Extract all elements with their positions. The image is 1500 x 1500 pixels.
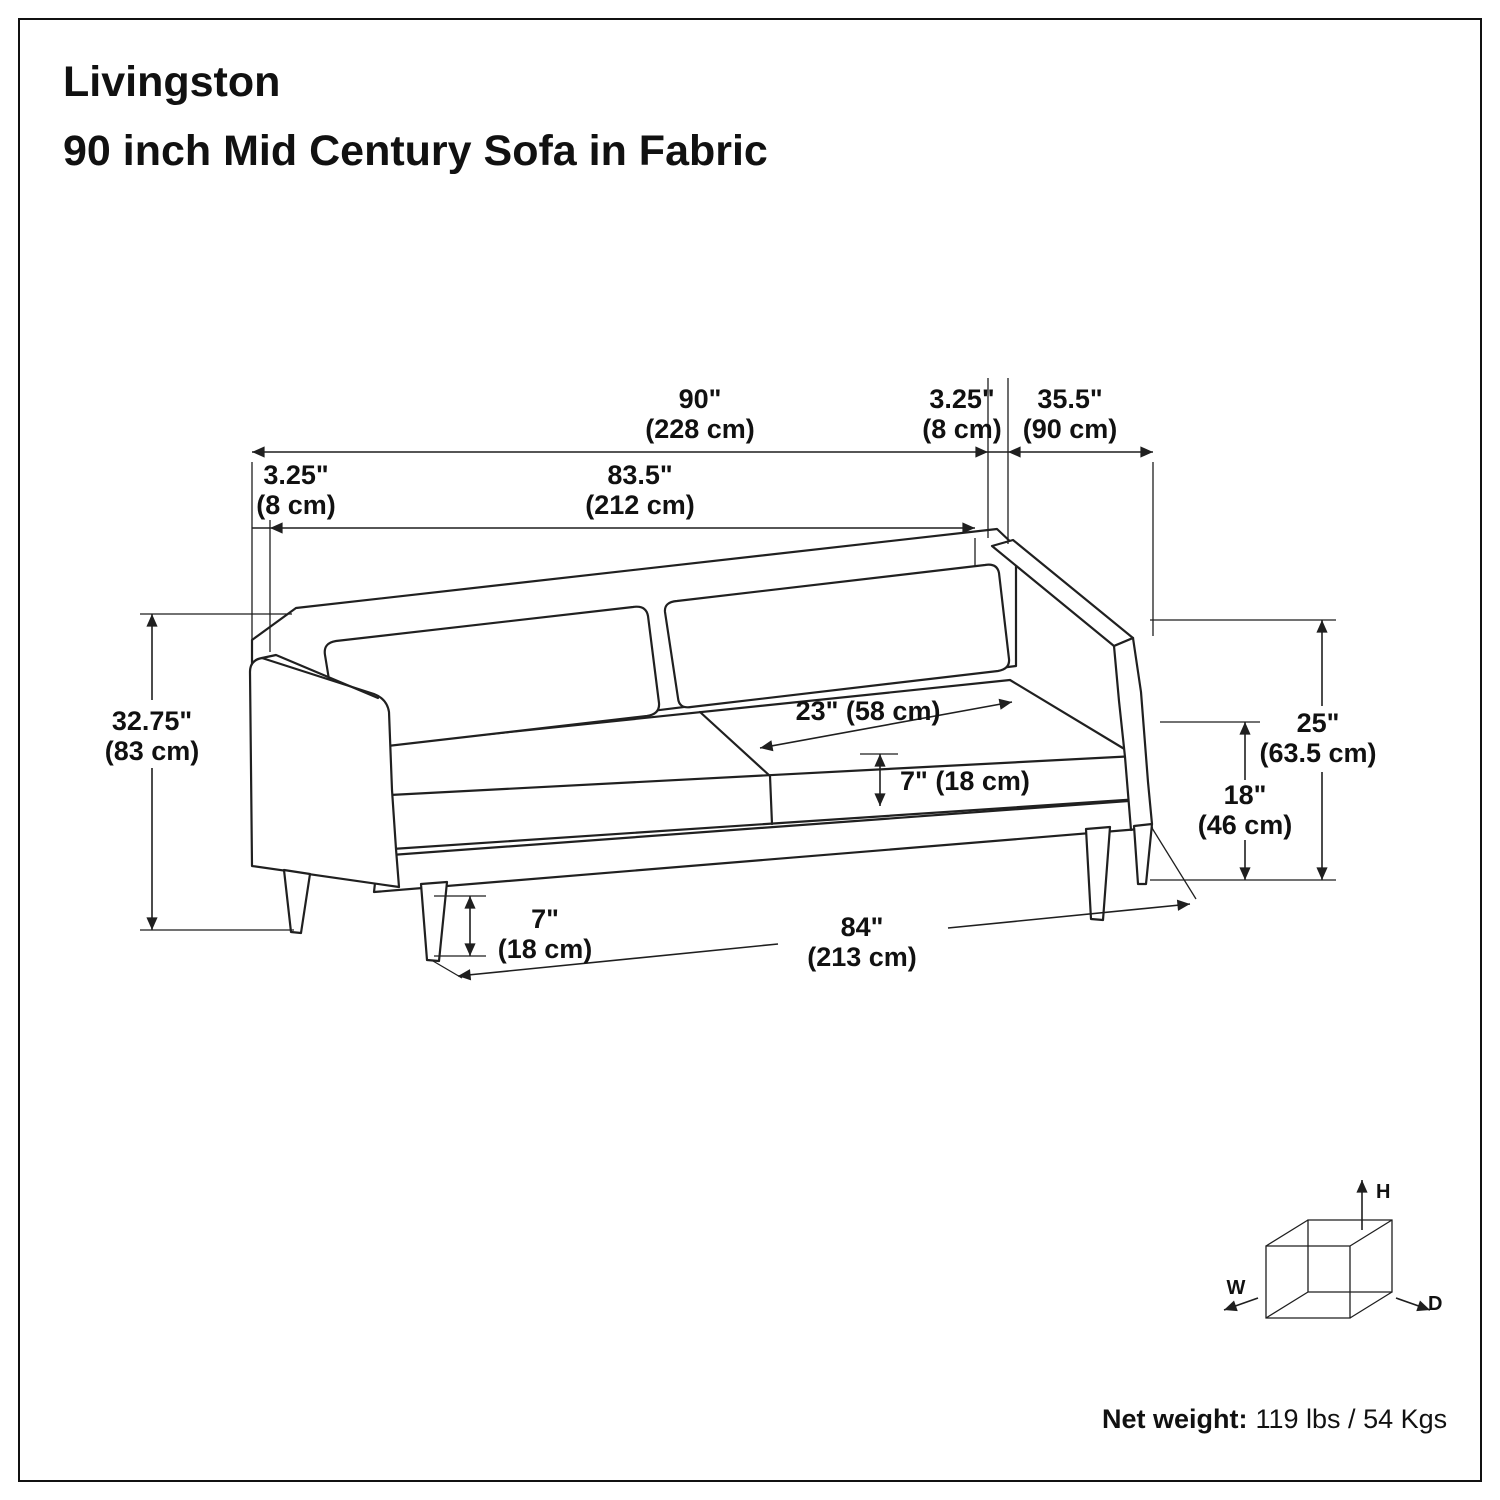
dim-label-cushion-thickness: 7" (18 cm): [900, 766, 1030, 796]
dim-label-overall-height-in: 32.75": [112, 706, 192, 736]
dim-label-leg-height-cm: (18 cm): [498, 934, 593, 964]
sofa-back-cushion-right: [663, 563, 1011, 709]
sofa-leg-front-right: [1084, 825, 1112, 922]
axis-cube: H W D: [1223, 1180, 1442, 1319]
dim-label-overall-width-cm: (228 cm): [645, 414, 755, 444]
sofa-leg-back-right: [1132, 822, 1154, 886]
axis-label-w: W: [1227, 1277, 1246, 1299]
dim-label-seat-height-cm: (46 cm): [1198, 810, 1293, 840]
axis-label-d: D: [1428, 1293, 1442, 1315]
dim-label-interior-width-in: 83.5": [607, 460, 672, 490]
dim-label-seat-depth: 23" (58 cm): [796, 696, 941, 726]
dim-label-overall-depth-cm: (90 cm): [1023, 414, 1118, 444]
dim-line-seat-depth: [759, 698, 1013, 752]
dim-label-overall-width-in: 90": [679, 384, 722, 414]
dim-label-overall-depth-in: 35.5": [1037, 384, 1102, 414]
sofa-leg-front-left: [419, 880, 449, 963]
product-description: 90 inch Mid Century Sofa in Fabric: [63, 127, 768, 175]
extension-lines: [140, 378, 1336, 979]
sofa-left-armrest-inner-edge: [260, 653, 380, 700]
dim-label-arm-height-cm: (63.5 cm): [1259, 738, 1376, 768]
sofa-leg-back-left: [282, 868, 312, 935]
product-name: Livingston: [63, 58, 280, 106]
net-weight: Net weight: 119 lbs / 54 Kgs: [1102, 1404, 1447, 1434]
dim-label-arm-height-in: 25": [1297, 708, 1340, 738]
dim-label-arm-width-right-in: 3.25": [929, 384, 994, 414]
dimension-lines: [146, 446, 1328, 981]
sofa-left-arm: [248, 656, 401, 889]
dim-label-seat-height-in: 18": [1224, 780, 1267, 810]
dim-label-arm-width-left-cm: (8 cm): [256, 490, 336, 520]
dim-line-base-width-left: [457, 943, 779, 981]
axis-label-h: H: [1376, 1181, 1390, 1203]
dim-label-arm-width-left-in: 3.25": [263, 460, 328, 490]
page-border: [18, 18, 1482, 1482]
axis-cube-wireframe: [1265, 1219, 1393, 1319]
dim-label-arm-width-right-cm: (8 cm): [922, 414, 1002, 444]
dim-label-base-width-in: 84": [841, 912, 884, 942]
dim-label-base-width-cm: (213 cm): [807, 942, 917, 972]
net-weight-value: 119 lbs / 54 Kgs: [1256, 1404, 1448, 1434]
dim-label-leg-height-in: 7": [531, 904, 559, 934]
sofa-seat-front-edge: [388, 754, 1138, 797]
ext-line: [1151, 827, 1197, 900]
axis-arrow-width: [1223, 1297, 1259, 1312]
net-weight-label: Net weight:: [1102, 1404, 1248, 1434]
sofa-back-cushion-left: [323, 605, 661, 752]
dim-label-interior-width-cm: (212 cm): [585, 490, 695, 520]
dimension-labels: 90" (228 cm) 3.25" (8 cm) 35.5" (90 cm) …: [105, 384, 1377, 972]
sofa-seat-seam: [698, 710, 774, 826]
sofa-illustration: [248, 527, 1154, 963]
dim-line-base-width-right: [947, 899, 1191, 929]
axis-arrow-depth: [1395, 1297, 1431, 1312]
ext-line: [432, 960, 463, 979]
dim-label-overall-height-cm: (83 cm): [105, 736, 200, 766]
